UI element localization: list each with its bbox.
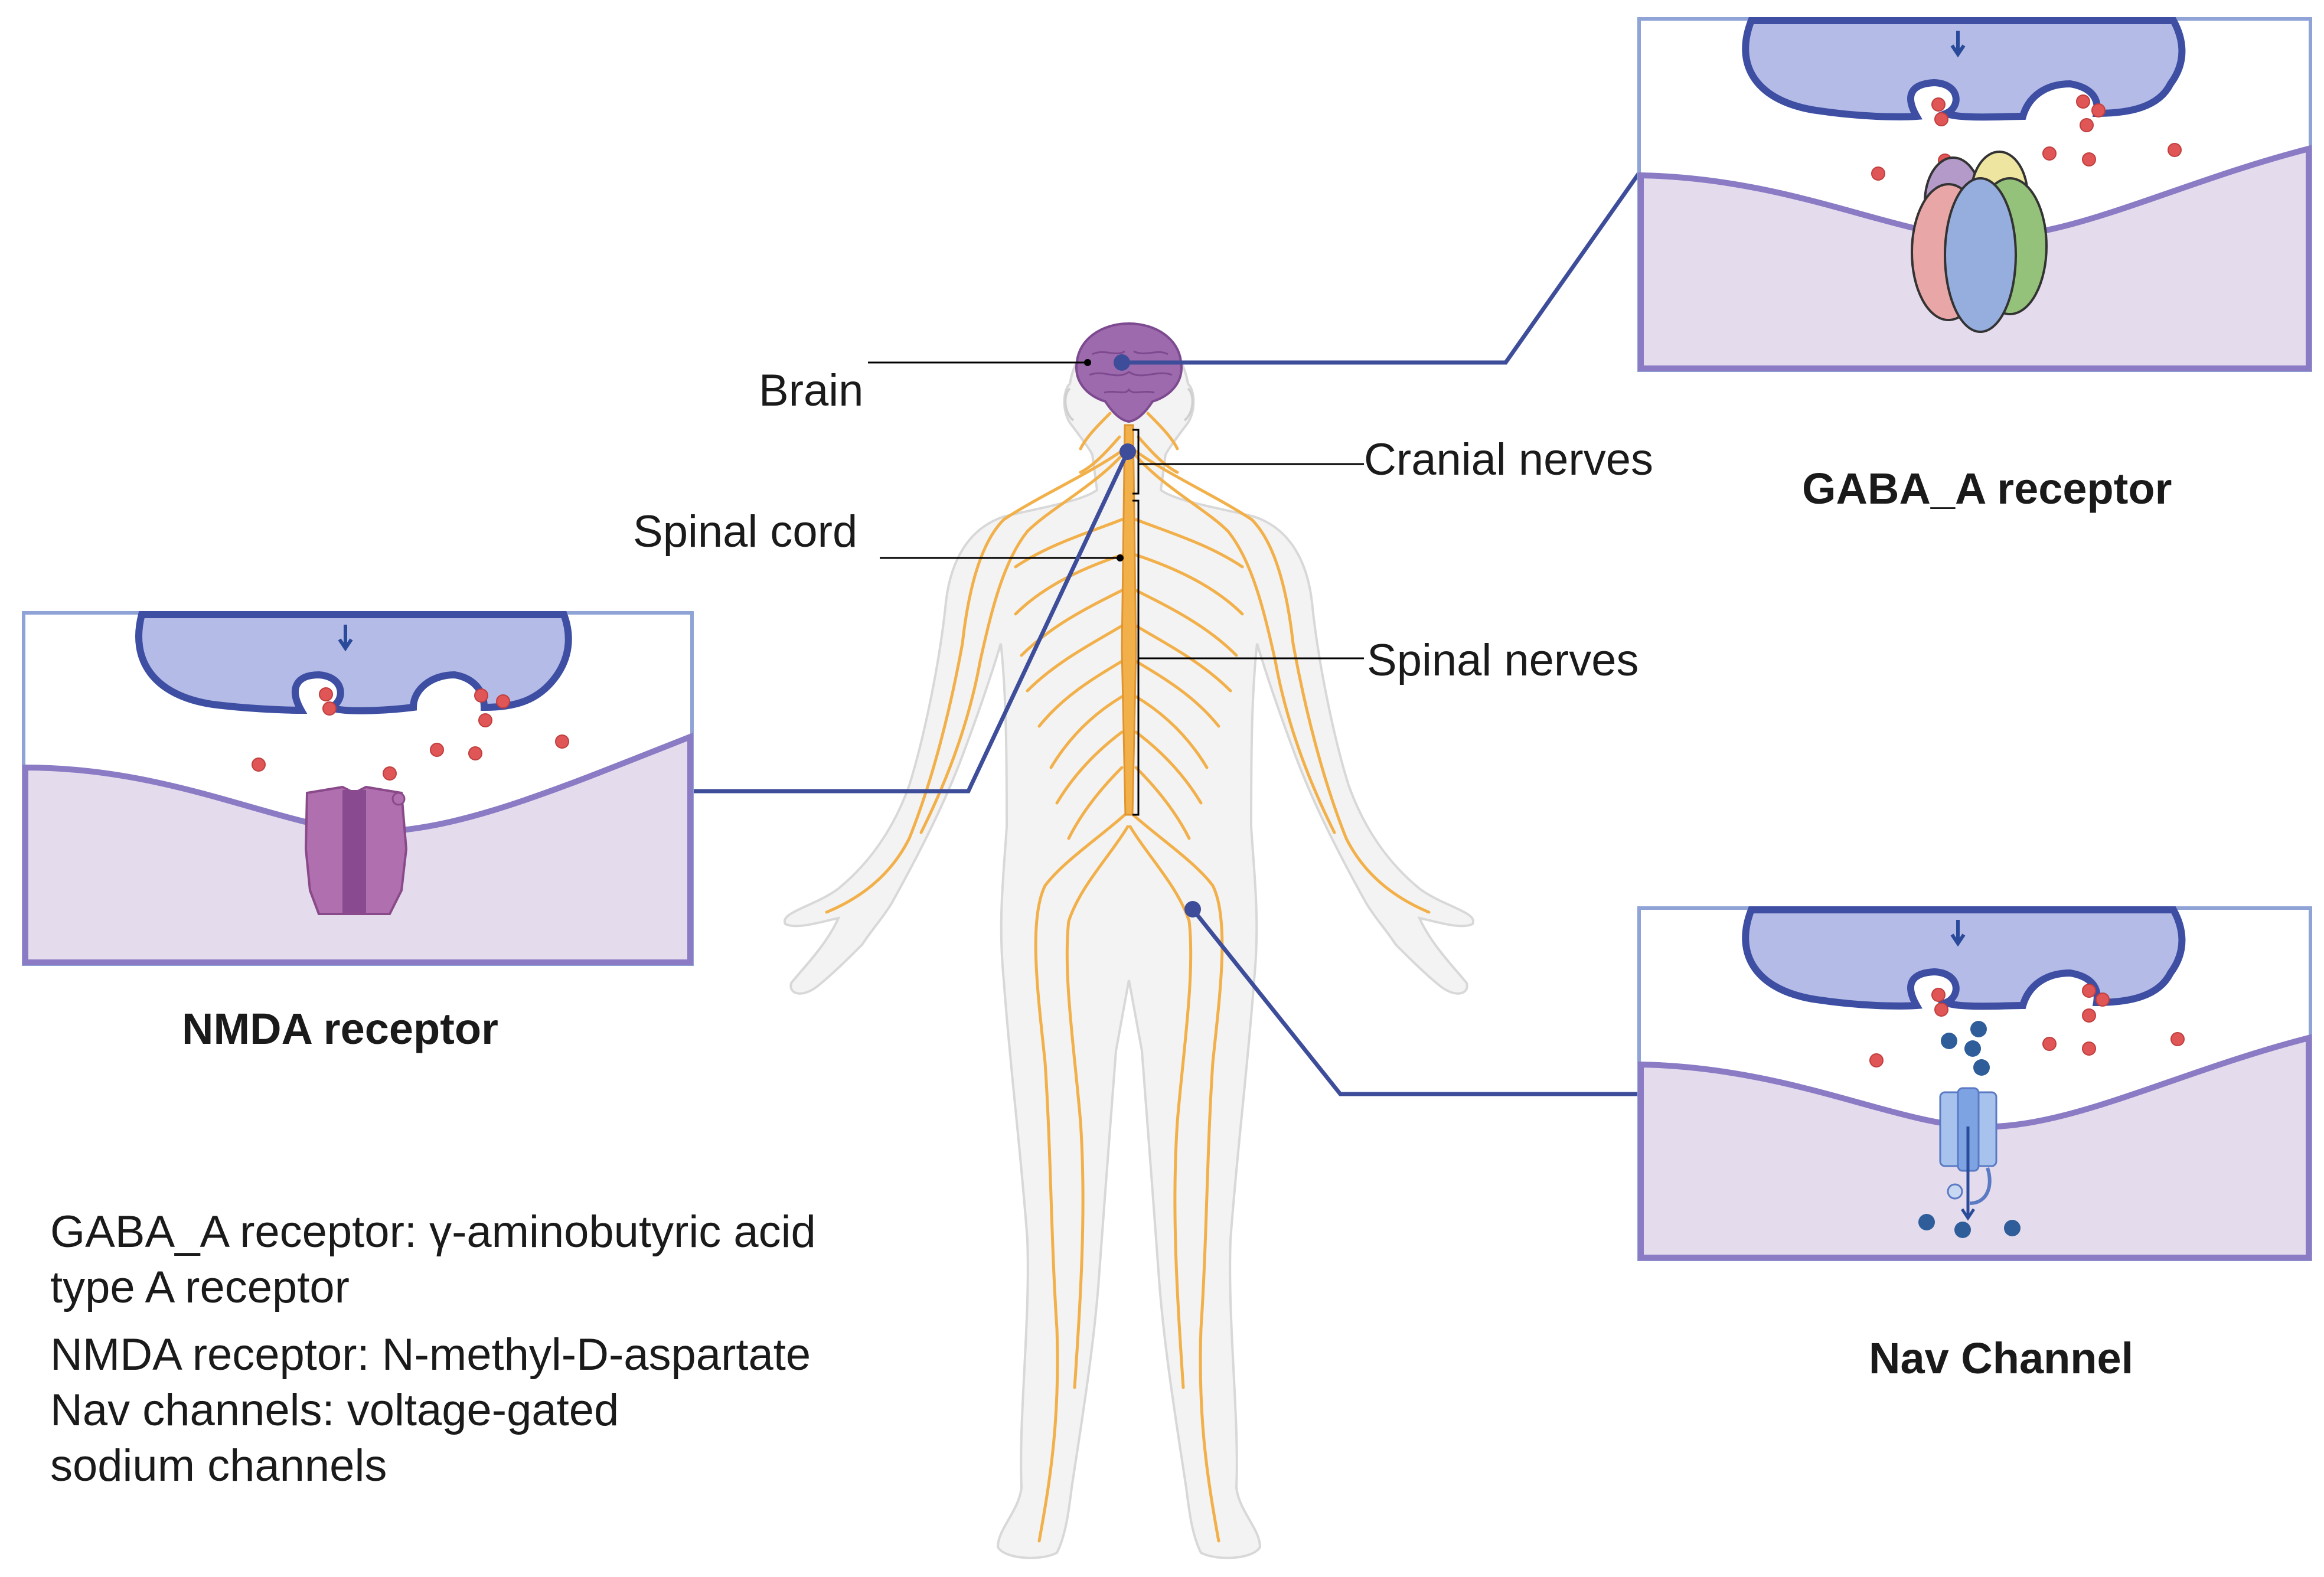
- connector-spinal-to-nmda: [692, 450, 1130, 794]
- presynaptic-terminal: [1742, 906, 2186, 1010]
- connector-brain-to-gaba: [1122, 171, 1641, 365]
- spinal-nerves-label: Spinal nerves: [1367, 635, 1639, 685]
- release-arrow-icon: [338, 625, 353, 652]
- legend-nmda-line: NMDA receptor: N-methyl-D-aspartate: [50, 1330, 811, 1380]
- brain: [1075, 322, 1183, 423]
- cranial-nerves-leader: [1132, 429, 1364, 495]
- abbreviation-legend: GABA_A receptor: γ-aminobutyric acid typ…: [50, 1204, 816, 1494]
- legend-nav-line-2: sodium channels: [50, 1441, 387, 1491]
- nmda-panel-title: NMDA receptor: [182, 1004, 498, 1053]
- nmda-vesicles: [252, 687, 569, 781]
- spinal-cord-label: Spinal cord: [633, 507, 858, 557]
- spinal-cord-marker: [1119, 443, 1136, 460]
- peripheral-nerves: [825, 412, 1431, 1543]
- gaba-panel-title: GABA_A receptor: [1802, 464, 2172, 513]
- nmda-panel: [22, 611, 694, 966]
- nav-vesicles: [1869, 984, 2185, 1067]
- legend-gaba-line-2: type A receptor: [50, 1262, 350, 1312]
- gaba-panel: [1637, 17, 2312, 372]
- nav-channel-icon: [1939, 1087, 1997, 1221]
- human-body-figure: [783, 329, 1475, 1559]
- gaba-receptor-icon: [1911, 151, 2048, 333]
- brain-leader: [868, 359, 1091, 366]
- spinal-nerves-leader: [1132, 499, 1364, 816]
- legend-gaba-line-1: GABA_A receptor: γ-aminobutyric acid: [50, 1207, 816, 1257]
- release-arrow-icon: [1950, 31, 1966, 58]
- sodium-ions: [1918, 1021, 2021, 1238]
- connector-leg-to-nav: [1191, 907, 1639, 1096]
- release-arrow-icon: [1950, 920, 1966, 947]
- legend-nav-line-1: Nav channels: voltage-gated: [50, 1385, 619, 1435]
- brain-marker: [1114, 354, 1130, 371]
- nav-panel: [1637, 906, 2312, 1261]
- presynaptic-terminal: [1742, 17, 2186, 121]
- connector-lines: [692, 171, 1641, 1096]
- leg-nerve-marker: [1184, 901, 1201, 918]
- nmda-receptor-icon: [304, 785, 408, 915]
- cranial-nerves-label: Cranial nerves: [1364, 435, 1653, 485]
- nav-panel-title: Nav Channel: [1869, 1334, 2134, 1383]
- brain-label: Brain: [759, 365, 864, 416]
- spinal-cord: [1121, 424, 1137, 816]
- presynaptic-terminal: [135, 611, 572, 714]
